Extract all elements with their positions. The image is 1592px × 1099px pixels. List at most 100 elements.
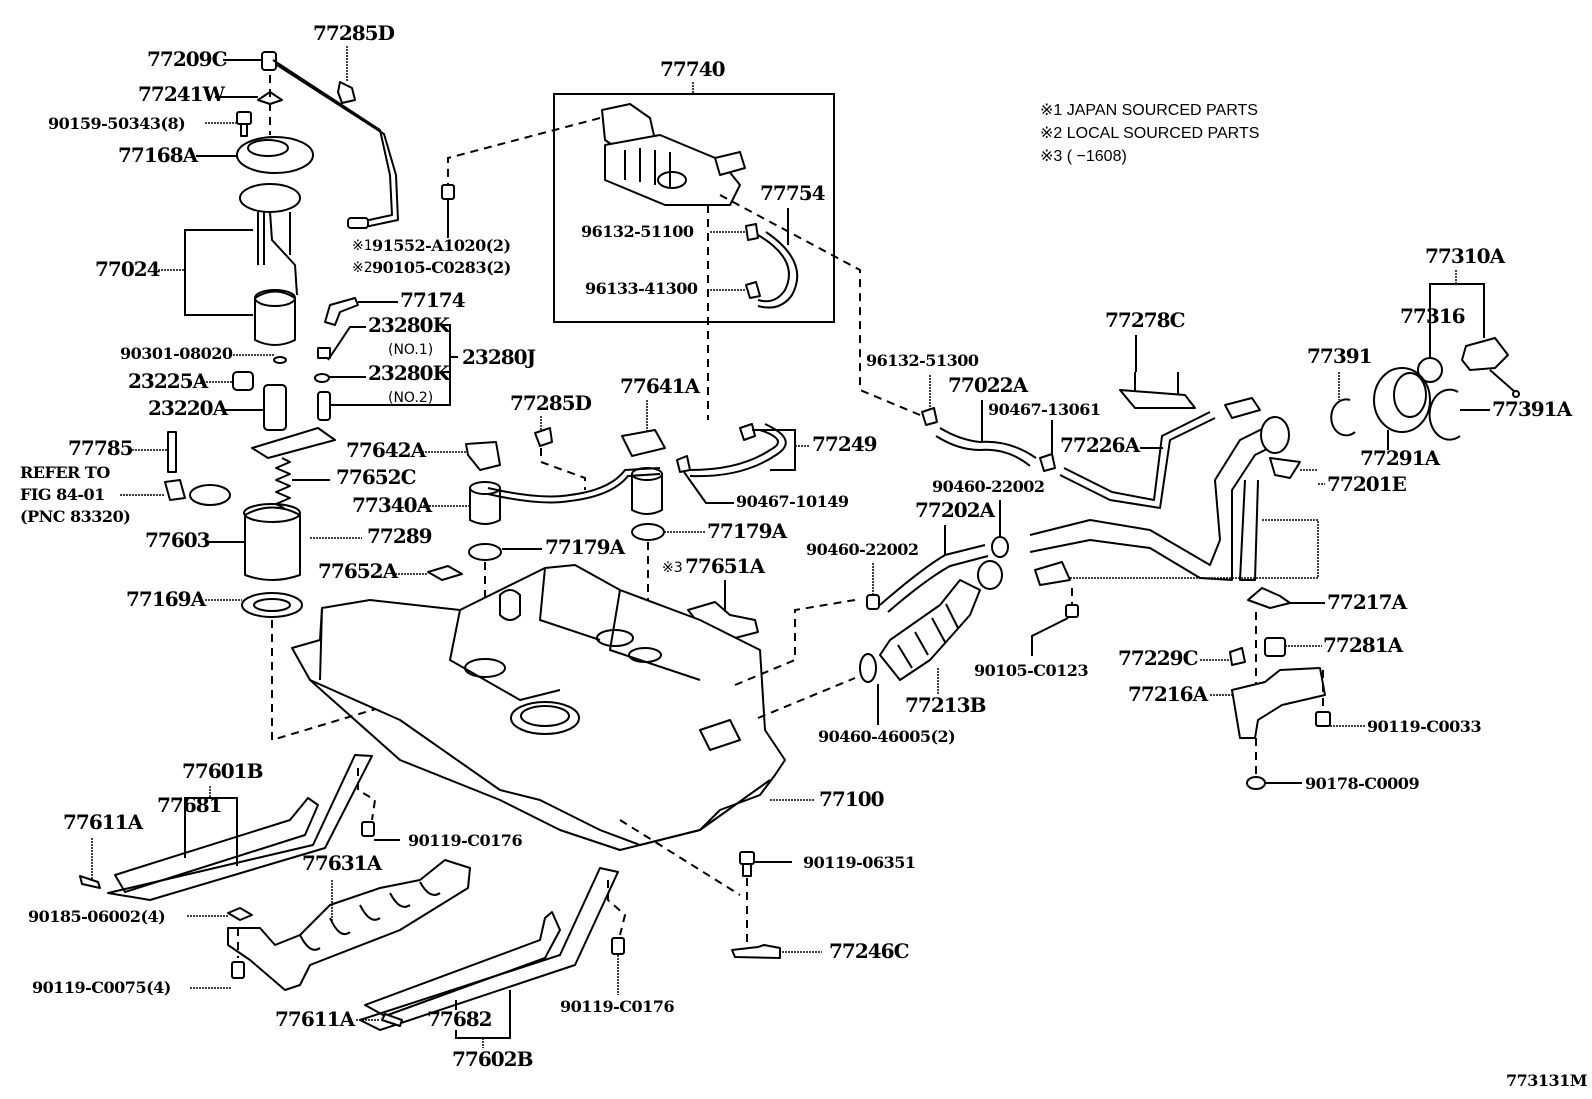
clamp-shape xyxy=(337,81,356,104)
label-77652C: 77652C xyxy=(336,465,416,489)
label-90119-06351: 90119-06351 xyxy=(803,853,915,872)
fuel-cap-assembly: 77310A 77316 77391 77291A 77391A xyxy=(1307,244,1574,470)
label-77316: 77316 xyxy=(1400,304,1465,328)
label-96132-51100: 96132-51100 xyxy=(581,222,694,241)
label-77631A: 77631A xyxy=(302,851,383,875)
vent-tube-shape xyxy=(487,467,661,498)
label-77179A-left: 77179A xyxy=(545,535,626,559)
label-90159-50343: 90159-50343(8) xyxy=(48,114,185,133)
label-77209C: 77209C xyxy=(147,47,227,71)
filler-hose-bellows-shape xyxy=(879,579,981,681)
filter-cap-shape xyxy=(232,371,254,391)
label-77281A: 77281A xyxy=(1323,633,1404,657)
label-77641A: 77641A xyxy=(620,374,701,398)
cushion-77611A-bot-shape xyxy=(381,1013,403,1027)
label-77642A: 77642A xyxy=(346,438,427,462)
label-77168A: 77168A xyxy=(118,143,199,167)
vent-hose-shape xyxy=(757,234,790,303)
label-77754: 77754 xyxy=(760,181,826,205)
label-77249: 77249 xyxy=(812,432,877,456)
nut-90178-C0009-shape xyxy=(1246,776,1266,790)
label-77201E: 77201E xyxy=(1327,472,1407,496)
filler-pipe-assembly: 96132-51300 77022A 90467-13061 77278C 77… xyxy=(806,308,1408,746)
label-77391: 77391 xyxy=(1307,344,1372,368)
vent-line-parts: 77285D 77641A 77642A 77340A 77249 90467-… xyxy=(318,374,878,680)
label-77289: 77289 xyxy=(367,524,432,548)
label-77785: 77785 xyxy=(68,436,133,460)
label-77310A: 77310A xyxy=(1425,244,1506,268)
label-77179A-right: 77179A xyxy=(707,519,788,543)
label-90460-22002-lower: 90460-22002 xyxy=(806,540,918,559)
label-77391A: 77391A xyxy=(1492,397,1573,421)
gasket-shape xyxy=(257,91,283,105)
label-90301-08020: 90301-08020 xyxy=(120,344,233,363)
label-77601B: 77601B xyxy=(182,759,263,783)
label-mark-1: ※1 xyxy=(352,238,373,254)
filler-brackets: 77217A 77281A 77229C 77216A 90119-C0033 … xyxy=(1118,587,1482,793)
screw-shape xyxy=(441,184,455,200)
label-23280K-no1: 23280K xyxy=(368,313,451,337)
filler-pipe-shape xyxy=(1029,424,1271,566)
bolt-90119-C0176-upper-shape xyxy=(361,821,375,837)
label-23225A: 23225A xyxy=(128,369,209,393)
ring-77391-shape xyxy=(1330,398,1356,437)
label-90467-13061: 90467-13061 xyxy=(988,400,1100,419)
label-77278C: 77278C xyxy=(1105,308,1185,332)
float-shape xyxy=(189,484,231,506)
label-77226A: 77226A xyxy=(1060,433,1141,457)
label-90460-22002-upper: 90460-22002 xyxy=(932,477,1044,496)
cushion-77611A-top-shape xyxy=(79,875,101,889)
label-77217A: 77217A xyxy=(1327,590,1408,614)
filler-neck-shape xyxy=(1260,416,1290,454)
pump-labels: 77285D 77209C 77241W 90159-50343(8) 7716… xyxy=(20,21,537,611)
label-77603: 77603 xyxy=(145,528,210,552)
label-77246C: 77246C xyxy=(829,939,909,963)
breather-tube-shape xyxy=(1059,417,1216,509)
pipe-bracket-shape xyxy=(1034,561,1071,586)
label-90119-C0033: 90119-C0033 xyxy=(1367,717,1481,736)
bolt-90119-C0176-lower-shape xyxy=(611,937,625,955)
pump-filter-shape xyxy=(251,427,336,459)
bracket-77216A-shape xyxy=(1231,667,1326,739)
fuel-tank: 77100 xyxy=(291,564,885,896)
label-77681: 77681 xyxy=(157,793,222,817)
label-23280J: 23280J xyxy=(462,345,536,369)
tank-mount-parts: 90119-06351 77246C xyxy=(731,851,916,963)
nut-90185-shape xyxy=(227,907,253,921)
tank-vent-port-shape xyxy=(464,658,506,678)
label-96133-41300: 96133-41300 xyxy=(585,279,698,298)
grommet-right-shape xyxy=(631,523,665,541)
bolt-90119-06351-shape xyxy=(739,851,755,865)
label-90460-46005: 90460-46005(2) xyxy=(818,727,955,746)
label-77682: 77682 xyxy=(427,1007,492,1031)
label-77285D: 77285D xyxy=(313,21,395,45)
bolt-90119-C0033-shape xyxy=(1315,711,1331,727)
label-90178-C0009: 90178-C0009 xyxy=(1305,774,1419,793)
fuel-cap-shape xyxy=(1461,337,1509,371)
tank-band-77602B-shape xyxy=(359,867,619,1031)
label-90119-C0075: 90119-C0075(4) xyxy=(32,978,171,997)
label-77291A: 77291A xyxy=(1360,446,1441,470)
clip-77278C-shape xyxy=(1119,389,1196,409)
label-77024: 77024 xyxy=(95,257,161,281)
o-ring-shape xyxy=(314,373,330,383)
canister-assembly: 77740 77754 96132-51100 96133-41300 ※1 9… xyxy=(352,57,921,420)
note-japan-sourced: ※1 JAPAN SOURCED PARTS xyxy=(1040,102,1258,119)
pressure-regulator-shape xyxy=(317,391,331,421)
hose-77202A-shape xyxy=(879,544,986,606)
bolt-shape xyxy=(236,111,252,125)
label-77241W: 77241W xyxy=(138,82,226,106)
hose-clip-shape xyxy=(745,281,761,299)
label-77740: 77740 xyxy=(660,57,725,81)
label-90185-06002: 90185-06002(4) xyxy=(28,907,165,926)
tank-band-77682-shape xyxy=(364,911,561,1017)
bracket-77246C-shape xyxy=(731,944,781,959)
gasket-77316-shape xyxy=(1417,357,1443,383)
charcoal-canister-shape xyxy=(604,134,741,206)
vent-bracket-shape xyxy=(621,429,666,457)
label-90467-10149: 90467-10149 xyxy=(736,492,849,511)
vent-valve-left-shape xyxy=(469,487,501,525)
tank-protector-77631A-shape xyxy=(227,859,471,991)
label-90105-C0283: 90105-C0283(2) xyxy=(372,258,511,277)
